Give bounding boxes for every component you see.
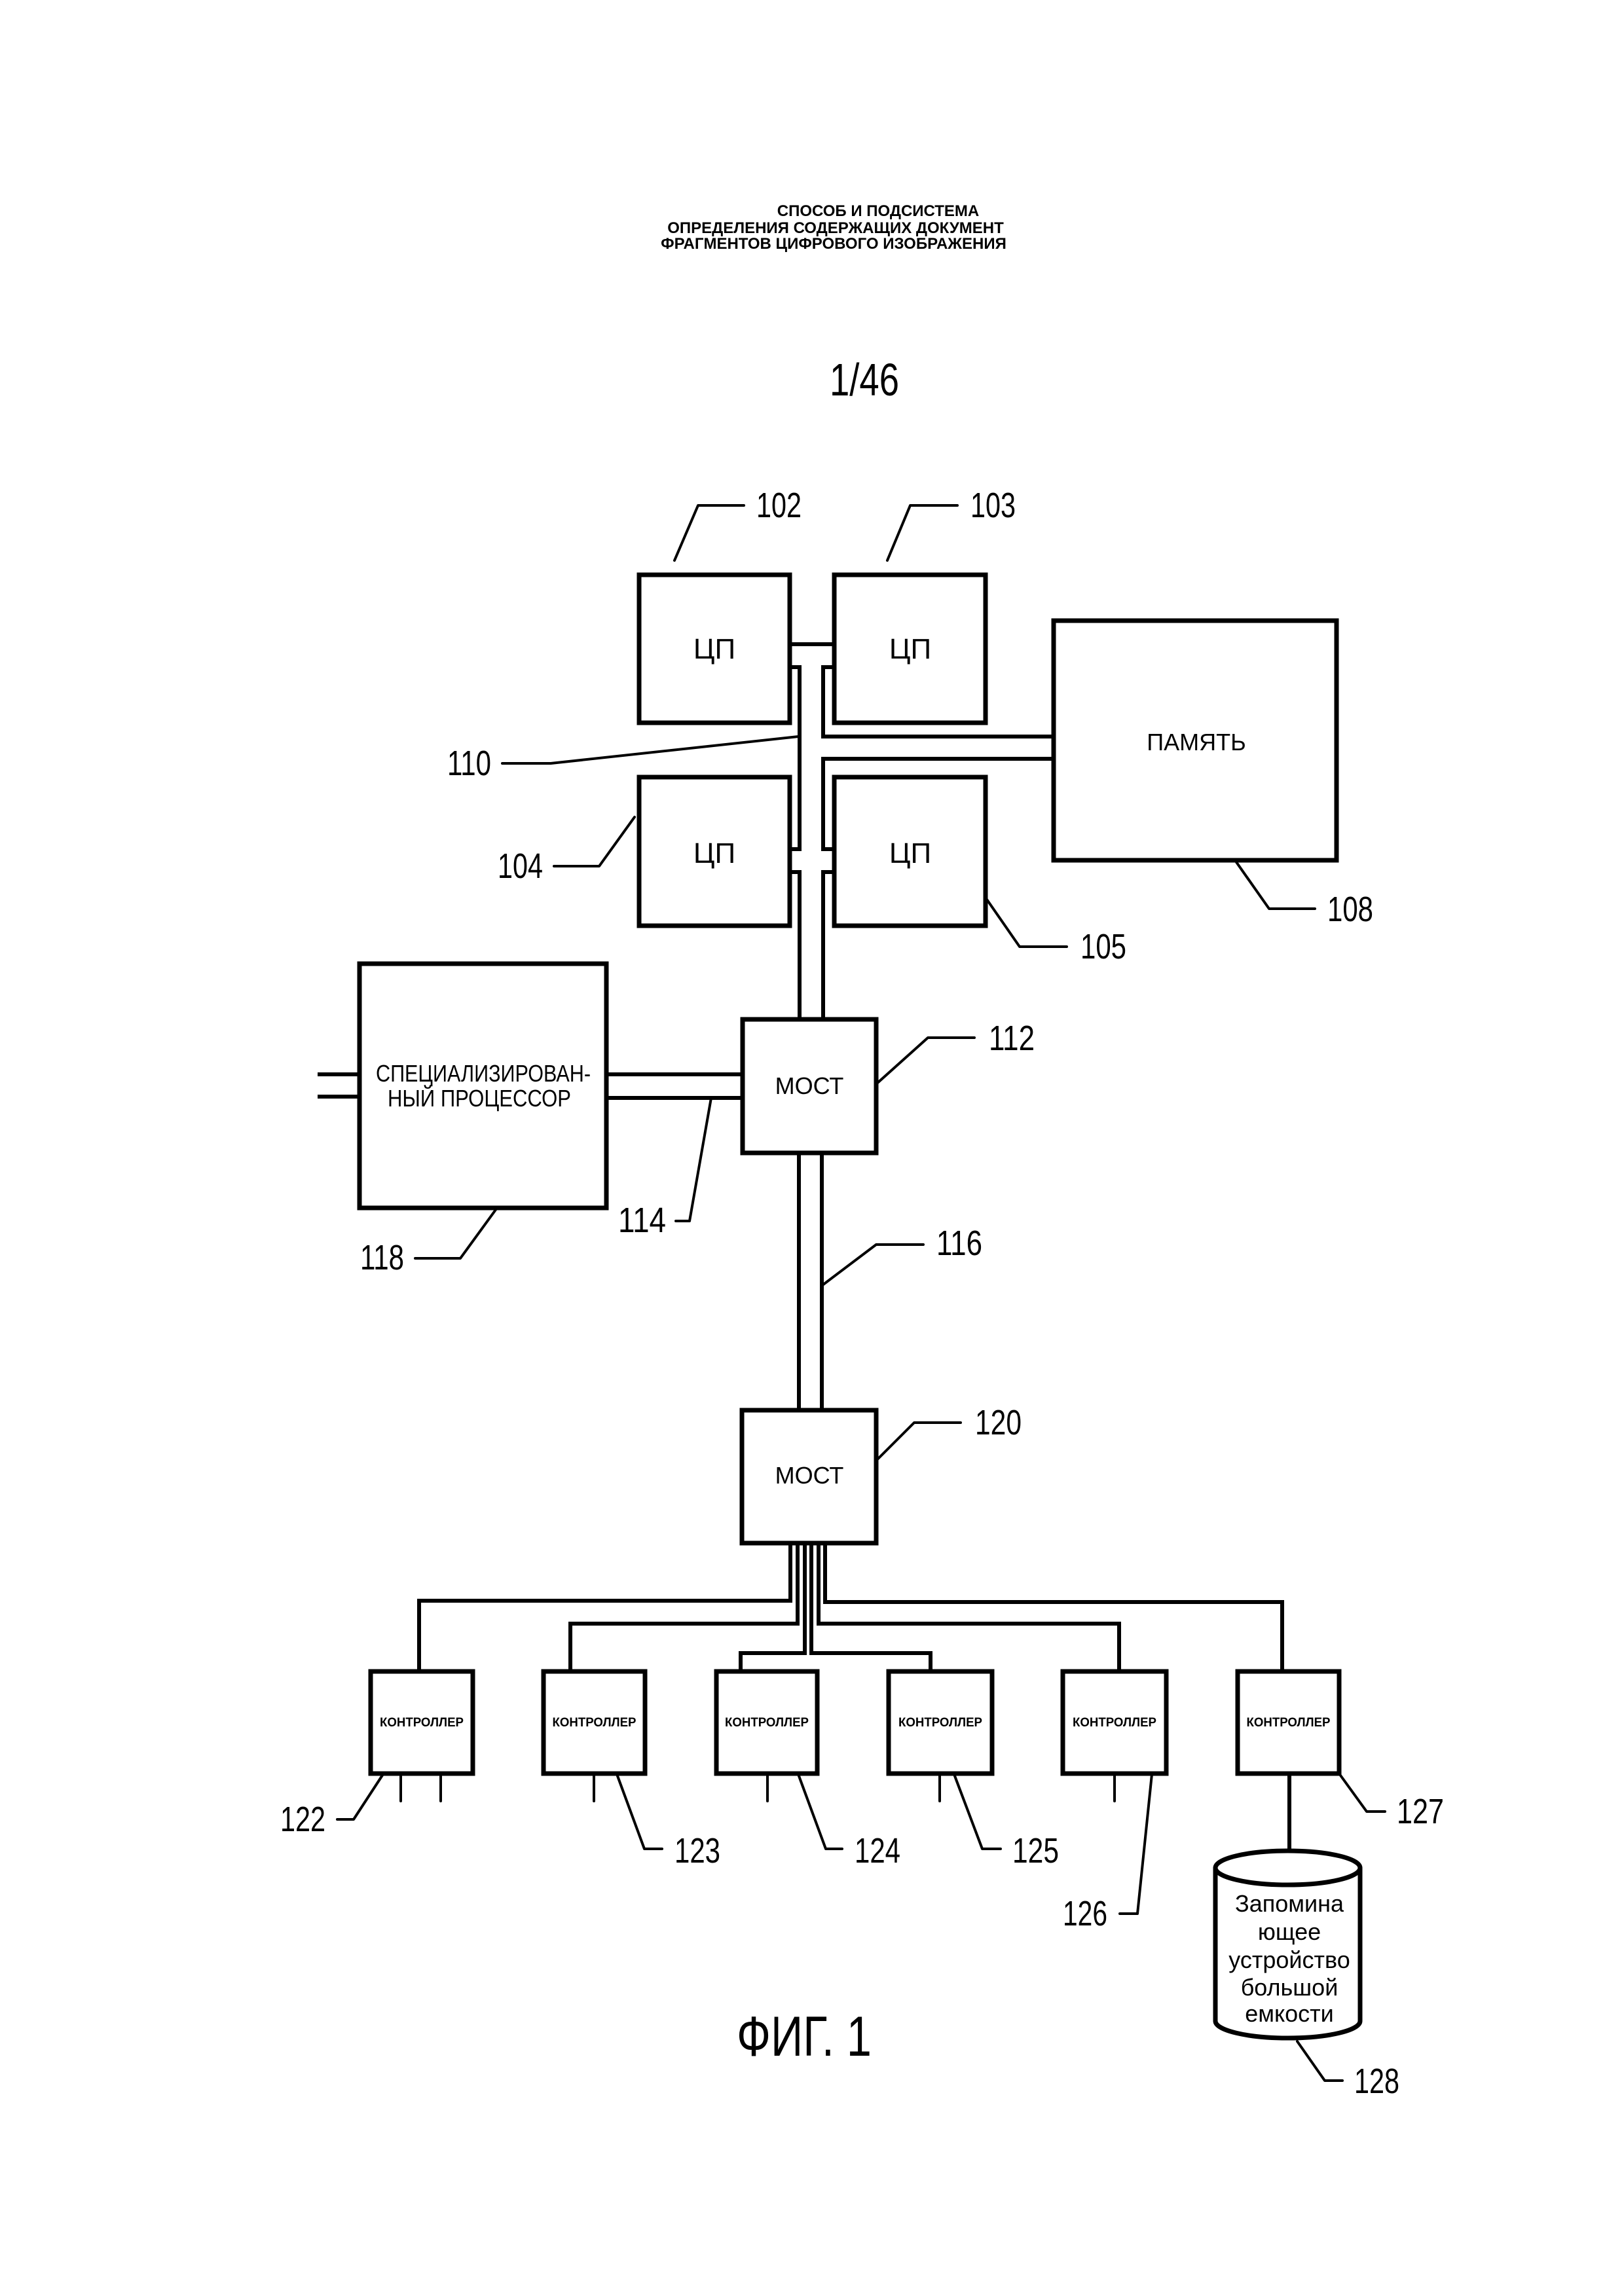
- memory-label: ПАМЯТЬ: [1147, 729, 1246, 756]
- mass-storage-label-line-1: Запомина: [1235, 1890, 1344, 1917]
- mass-storage-label-line-4: большой: [1241, 1974, 1338, 2001]
- memory-108: ПАМЯТЬ: [1054, 621, 1337, 860]
- leader-110: [502, 737, 798, 763]
- controller-123: КОНТРОЛЛЕР: [544, 1671, 645, 1801]
- controller-label: КОНТРОЛЛЕР: [898, 1716, 982, 1730]
- cpu-103-label: ЦП: [889, 633, 931, 665]
- leader-122: [337, 1774, 383, 1819]
- bridge-120-label: МОСТ: [775, 1462, 844, 1489]
- ref-122: 122: [280, 1800, 325, 1839]
- controller-label: КОНТРОЛЛЕР: [380, 1716, 464, 1730]
- leader-105: [986, 898, 1067, 947]
- mass-storage-128: Запомина ющее устройство большой емкости: [1215, 1774, 1360, 2038]
- leader-120: [877, 1423, 961, 1460]
- controller-label: КОНТРОЛЛЕР: [553, 1716, 637, 1730]
- specialized-processor-label-line-2: НЫЙ ПРОЦЕССОР: [388, 1084, 571, 1112]
- sheet-number: 1/46: [830, 354, 899, 405]
- leader-104: [554, 817, 635, 866]
- leader-127: [1339, 1774, 1385, 1812]
- leader-123: [617, 1774, 662, 1849]
- cpu-104-label: ЦП: [693, 837, 735, 869]
- leader-128: [1297, 2041, 1342, 2081]
- ref-114: 114: [618, 1201, 666, 1240]
- cpu-103: ЦП: [834, 575, 986, 723]
- controllers: КОНТРОЛЛЕР КОНТРОЛЛЕР КОНТРОЛЛЕР КОНТРОЛЛЕР…: [371, 1671, 1339, 1801]
- controller-label: КОНТРОЛЛЕР: [1073, 1716, 1156, 1730]
- ref-112: 112: [989, 1019, 1035, 1058]
- specialized-processor-label-line-1: СПЕЦИАЛИЗИРОВАН-: [376, 1060, 591, 1087]
- leader-124: [798, 1774, 842, 1849]
- bridge-112-label: МОСТ: [775, 1072, 844, 1099]
- cpu-105: ЦП: [834, 777, 986, 926]
- ref-126: 126: [1063, 1894, 1107, 1933]
- controller-122: КОНТРОЛЛЕР: [371, 1671, 473, 1801]
- cpu-102: ЦП: [639, 575, 790, 723]
- mass-storage-label-line-3: устройство: [1228, 1946, 1350, 1973]
- ref-120: 120: [975, 1403, 1022, 1442]
- ref-103: 103: [970, 486, 1016, 525]
- leader-108: [1235, 860, 1315, 909]
- title-line-1: СПОСОБ И ПОДСИСТЕМА: [777, 202, 980, 220]
- ref-102: 102: [756, 486, 802, 525]
- controller-label: КОНТРОЛЛЕР: [725, 1716, 809, 1730]
- ref-105: 105: [1080, 927, 1126, 966]
- ref-123: 123: [674, 1831, 720, 1870]
- io-bus: [419, 1543, 1282, 1671]
- leader-102: [674, 505, 744, 560]
- ref-125: 125: [1012, 1831, 1059, 1870]
- ref-127: 127: [1397, 1792, 1444, 1831]
- title-line-3: ФРАГМЕНТОВ ЦИФРОВОГО ИЗОБРАЖЕНИЯ: [661, 235, 1006, 253]
- ref-110: 110: [447, 744, 491, 783]
- ref-108: 108: [1327, 890, 1373, 929]
- controller-127: КОНТРОЛЛЕР: [1238, 1671, 1339, 1774]
- title-line-2: ОПРЕДЕЛЕНИЯ СОДЕРЖАЩИХ ДОКУМЕНТ: [667, 219, 1004, 237]
- ref-116: 116: [936, 1224, 982, 1263]
- controller-label: КОНТРОЛЛЕР: [1247, 1716, 1331, 1730]
- bridge-112: МОСТ: [743, 1019, 876, 1153]
- cpu-102-label: ЦП: [693, 633, 735, 665]
- document-title: СПОСОБ И ПОДСИСТЕМА ОПРЕДЕЛЕНИЯ СОДЕРЖАЩ…: [661, 202, 1006, 253]
- bus-116: [799, 1153, 822, 1410]
- ref-128: 128: [1354, 2062, 1399, 2101]
- cpu-104: ЦП: [639, 777, 790, 926]
- leader-114: [676, 1098, 711, 1221]
- cpu-105-label: ЦП: [889, 837, 931, 869]
- ref-104: 104: [498, 847, 543, 886]
- figure-caption: ФИГ. 1: [737, 2005, 872, 2068]
- ref-124: 124: [855, 1831, 900, 1870]
- leader-118: [415, 1208, 497, 1258]
- leader-116: [822, 1245, 923, 1285]
- bus-114: [606, 1074, 743, 1098]
- controller-125: КОНТРОЛЛЕР: [889, 1671, 992, 1801]
- leader-125: [954, 1774, 1001, 1849]
- bridge-120: МОСТ: [742, 1410, 876, 1543]
- mass-storage-label-line-5: емкости: [1245, 2000, 1334, 2027]
- leader-103: [887, 505, 957, 560]
- mass-storage-top: [1215, 1851, 1360, 1885]
- leader-112: [877, 1038, 974, 1084]
- leader-126: [1120, 1774, 1152, 1914]
- ref-118: 118: [360, 1238, 404, 1277]
- specialized-processor-118: СПЕЦИАЛИЗИРОВАН- НЫЙ ПРОЦЕССОР: [320, 964, 606, 1208]
- mass-storage-label-line-2: ющее: [1258, 1918, 1321, 1945]
